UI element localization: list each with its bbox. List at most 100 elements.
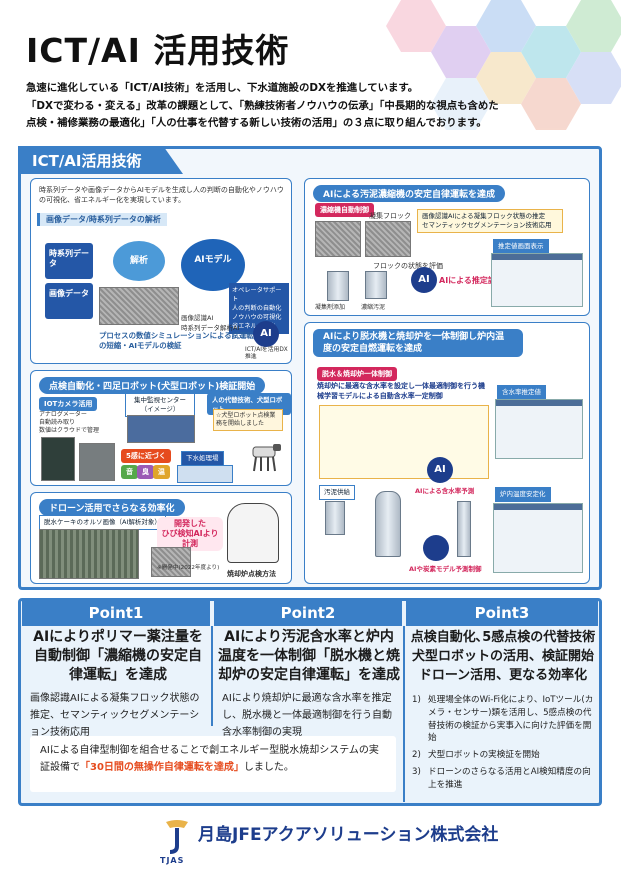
dog-robot-icon bbox=[245, 439, 285, 475]
ai-dx-badge-icon: AI bbox=[253, 321, 279, 347]
stable-temp-screen bbox=[493, 503, 583, 573]
ortho-image bbox=[39, 529, 139, 579]
meter-photo bbox=[79, 443, 115, 481]
analysis-label: 解析 bbox=[129, 256, 148, 266]
thickener-tank bbox=[327, 271, 349, 301]
senses-label: 5感に近づく bbox=[121, 449, 171, 463]
drone-sub-label: 脱水ケーキのオルソ画像（AI解析対象） bbox=[39, 515, 166, 530]
result-highlight: 「30日間の無操作自律運転を達成」 bbox=[80, 762, 244, 773]
intro-line-3: 点検・補修業務の最適化」「人の仕事を代替する新しい技術の活用」の３点に取り組んで… bbox=[26, 117, 487, 129]
sludge-supply-label: 汚泥供給 bbox=[319, 485, 355, 500]
sense-c: 温 bbox=[153, 465, 170, 479]
crack-detection-image bbox=[151, 547, 191, 577]
plant-diagram bbox=[177, 465, 233, 483]
ai-model-control-label: AIや炭素モデル予測制御 bbox=[409, 565, 482, 573]
image-data-label: 画像データ bbox=[49, 289, 89, 298]
monitoring-center-photo bbox=[127, 415, 195, 443]
dewater-unit bbox=[325, 501, 345, 535]
point1-title: AIによりポリマー薬注量を自動制御「濃縮機の安定自律運転」を達成 bbox=[33, 629, 203, 683]
time-series-data-block: 時系列データ bbox=[45, 243, 93, 279]
point3-item-1: 1)処理場全体のWi-Fi化により、IoTツール(カメラ・センサー)類を活用し、… bbox=[412, 695, 594, 744]
page-title: ICT/AI 活用技術 bbox=[26, 31, 290, 70]
sense-a: 音 bbox=[121, 465, 138, 479]
iot-camera-photo bbox=[41, 437, 75, 481]
furnace-caption: 焼却炉点検方法 bbox=[227, 570, 276, 578]
cyclone-unit bbox=[457, 501, 471, 557]
floc-image-1 bbox=[315, 221, 361, 257]
process-simulation-text: プロセスの数値シミュレーションによる試運転の短縮・AIモデルの検証 bbox=[99, 331, 254, 350]
company-logo-icon bbox=[166, 820, 188, 854]
sense-b: 臭 bbox=[137, 465, 154, 479]
sludge-label: 濃縮汚泥 bbox=[361, 304, 386, 311]
sludge-tank bbox=[365, 271, 387, 299]
time-series-label: 時系列データ bbox=[49, 249, 89, 268]
intro-text: 急速に進化している「ICT/AI技術」を活用し、下水道施設のDXを推進しています… bbox=[26, 80, 606, 133]
rate-estimate-screen bbox=[495, 399, 583, 459]
ai-model-badge bbox=[423, 535, 449, 561]
point1-header: Point1 bbox=[22, 600, 210, 626]
furnace-diagram bbox=[227, 503, 279, 563]
point2-title: AIにより汚泥含水率と炉内温度を一体制御「脱水機と焼却炉の安定自律運転」を達成 bbox=[218, 629, 400, 683]
robot-inspection-box: 点検自動化・四足ロボット(犬型ロボット)検証開始 IOTカメラ活用 アナログメー… bbox=[30, 370, 292, 486]
monitoring-center-label: 集中監視センター（イメージ） bbox=[125, 393, 195, 417]
company-name: 月島JFEアクアソリューション株式会社 bbox=[198, 825, 499, 845]
bullet-4: 省エネルギー化 bbox=[232, 323, 276, 330]
intro-line-2: 「DXで変わる・変える」改革の課題として、「熟練技術者ノウハウの伝承」「中長期的… bbox=[26, 99, 499, 112]
bullet-2: 人の判断の自動化 bbox=[232, 305, 282, 312]
result-suffix: しました。 bbox=[243, 762, 294, 773]
stable-temp-label: 炉内温度安定化 bbox=[495, 487, 551, 502]
point1-body: 画像認識AIによる凝集フロック状態の推定、セマンティックセグメンテーション技術応… bbox=[30, 693, 200, 738]
ai-predict-label: AIによる推定評価 bbox=[439, 276, 504, 285]
drone-heading: ドローン活用でさらなる効率化 bbox=[39, 499, 185, 516]
point2-body: AIにより焼却炉に最適な含水率を推定し、脱水機と一体最適制御を行う自動含水率制御… bbox=[222, 693, 392, 738]
analysis-models: 画像認識AI 時系列データ解析AI bbox=[181, 314, 240, 332]
floc-image-2 bbox=[365, 221, 411, 257]
control-diagram bbox=[319, 405, 489, 479]
crack-ai-label: 開発した ひび検知AIより 計測 bbox=[157, 517, 223, 551]
screen-label: 推定値画面表示 bbox=[493, 239, 549, 254]
floc-label: 凝集フロック bbox=[369, 212, 411, 220]
point3-list: 1)処理場全体のWi-Fi化により、IoTツール(カメラ・センサー)類を活用し、… bbox=[412, 694, 594, 796]
column-divider-2 bbox=[403, 626, 405, 802]
company-logo-text: TJAS bbox=[160, 856, 185, 865]
ai-model-label: AIモデル bbox=[194, 255, 232, 265]
panel-tab: ICT/AI活用技術 bbox=[18, 146, 183, 174]
analysis-circle: 解析 bbox=[113, 241, 165, 281]
point3-header: Point3 bbox=[406, 600, 598, 626]
point3-title: 点検自動化､5感点検の代替技術犬型ロボットの活用、検証開始ドローン活用、更なる効… bbox=[410, 630, 596, 683]
drone-box: ドローン活用でさらなる効率化 脱水ケーキのオルソ画像（AI解析対象） 開発した … bbox=[30, 492, 292, 584]
thickener-tag: 濃縮機自動制御 bbox=[315, 203, 374, 217]
eval-label: フロックの状態を評価 bbox=[373, 262, 443, 270]
intro-line-1: 急速に進化している「ICT/AI技術」を活用し、下水道施設のDXを推進しています… bbox=[26, 82, 419, 94]
dewater-incinerator-box: AIにより脱水機と焼却炉を一体制御し炉内温度の安定自燃運転を達成 脱水＆焼却炉一… bbox=[304, 322, 590, 584]
drone-note: ※開発中(2022年度より) bbox=[157, 565, 220, 571]
column-divider-1 bbox=[211, 626, 213, 726]
point3-item-3: 3)ドローンのさらなる活用とAI検知精度の向上を推進 bbox=[412, 766, 591, 790]
analysis-sample-image bbox=[99, 287, 179, 325]
ai-rate-label: AIによる含水率予測 bbox=[415, 487, 475, 495]
thickener-heading: AIによる汚泥濃縮機の安定自律運転を達成 bbox=[313, 185, 506, 202]
image-data-block: 画像データ bbox=[45, 283, 93, 319]
dewater-heading: AIにより脱水機と焼却炉を一体制御し炉内温度の安定自燃運転を達成 bbox=[313, 329, 523, 357]
hexagon-pattern-background bbox=[386, 0, 621, 130]
ai-model-circle: AIモデル bbox=[181, 239, 245, 291]
incinerator-unit bbox=[375, 491, 401, 557]
thickener-box: AIによる汚泥濃縮機の安定自律運転を達成 濃縮機自動制御 凝集フロック 画像認識… bbox=[304, 178, 590, 316]
iot-camera-desc: アナログメーター 自動読み取り 数値はクラウドで管理 bbox=[39, 411, 100, 434]
result-callout: AIによる自律型制御を組合せることで創エネルギー型脱水焼却システムの実証設備で「… bbox=[30, 736, 396, 792]
bullet-1: オペレータサポート bbox=[232, 287, 282, 303]
analysis-desc: 時系列データや画像データからAIモデルを生成し人の判断の自動化やノウハウの可視化… bbox=[39, 186, 284, 204]
robot-inspection-heading: 点検自動化・四足ロボット(犬型ロボット)検証開始 bbox=[39, 377, 266, 394]
treatment-plant-label: 下水処理場 bbox=[181, 451, 224, 466]
point2-header: Point2 bbox=[214, 600, 402, 626]
rate-estimate-label: 含水率推定値 bbox=[497, 385, 546, 400]
chem-label: 凝集剤添加 bbox=[315, 304, 346, 311]
bullet-3: ノウハウの可視化 bbox=[232, 314, 282, 321]
dewater-tag: 脱水＆焼却炉一体制御 bbox=[317, 367, 397, 381]
image-ai-box: 画像認識AIによる凝集フロック状態の推定 セマンティックセグメンテーション技術応… bbox=[417, 209, 563, 233]
ai-predict-badge: AI bbox=[411, 267, 437, 293]
dewater-desc: 焼却炉に最適な含水率を設定し一体最適制御を行う機械学習モデルによる自動含水率一定… bbox=[317, 382, 485, 400]
ai-dx-badge-caption: ICT/AIを活用DX推進 bbox=[245, 347, 288, 360]
result-prefix: AIによる自律型制御を組合せることで創エネルギー型脱水焼却システムの実証設備で bbox=[40, 745, 379, 773]
analysis-subheading: 画像データ/時系列データの解析 bbox=[37, 213, 167, 226]
